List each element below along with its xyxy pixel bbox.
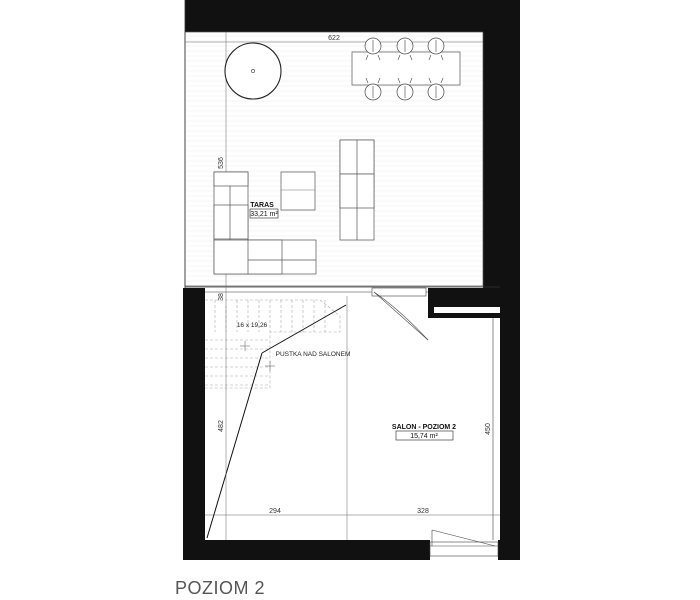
chair-leg (365, 77, 369, 84)
chair-leg (428, 54, 432, 61)
terrace-door (371, 287, 429, 341)
chair-leg (397, 54, 401, 61)
right-wall-upper (483, 0, 520, 290)
dining-set (351, 37, 461, 101)
dining-chair (427, 37, 445, 61)
sofa-left-seat-b (247, 239, 283, 275)
taras-name: TARAS (250, 202, 274, 209)
chair-leg (428, 77, 432, 84)
dining-table (351, 51, 461, 86)
stair-treads (205, 300, 326, 386)
stair-outline (205, 299, 341, 389)
bottom-door-frame (429, 541, 499, 557)
dining-chairs (364, 37, 445, 101)
stair-markers (240, 341, 275, 371)
stair-spec: 16 x 19,26 (237, 322, 268, 329)
terrace-door-leaf (373, 291, 429, 341)
dining-chair (364, 77, 382, 101)
salon-dimensions (225, 306, 494, 540)
walls (183, 0, 520, 560)
taras-area: 33,21 m² (250, 211, 278, 218)
terrace-door-frame (371, 287, 427, 297)
chair-leg (409, 77, 413, 84)
bottom-wall-right (498, 540, 520, 560)
sofa-right (339, 139, 375, 241)
sofa-left-arm-top (213, 171, 249, 187)
void-label: PUSTKA NAD SALONEM (276, 351, 351, 358)
chair-leg (440, 54, 444, 61)
dim-wall-thickness: 38 (218, 293, 225, 301)
dining-chair (364, 37, 382, 61)
sofa-left (213, 171, 317, 275)
stair-run (206, 304, 347, 539)
chair-leg (377, 77, 381, 84)
round-table-center (251, 69, 255, 73)
chair-leg (377, 54, 381, 61)
armchair (280, 171, 316, 211)
sofa-left-seat-a (213, 204, 249, 240)
taras-area-box (249, 208, 279, 219)
upper-room-wall (428, 288, 520, 318)
salon-room (205, 296, 500, 540)
stair-run-diagonal (206, 352, 263, 539)
chair-leg (440, 77, 444, 84)
dim-terrace-depth: 536 (218, 157, 225, 169)
staircase (205, 299, 341, 389)
dim-stair-height: 482 (218, 420, 225, 432)
left-wall-lower (183, 288, 205, 560)
top-wall (185, 0, 520, 32)
round-table (224, 42, 282, 100)
chair-leg (397, 77, 401, 84)
round-table-top (224, 42, 282, 100)
dining-chair (396, 37, 414, 61)
dim-terrace-width: 622 (328, 35, 340, 42)
dim-room-depth: 450 (485, 423, 492, 435)
terrace-door-swing (373, 291, 429, 341)
right-wall-lower (500, 290, 520, 560)
chair-leg (365, 54, 369, 61)
salon-area: 15,74 m² (410, 433, 438, 440)
chair-leg (409, 54, 413, 61)
dim-bottom-right: 328 (417, 508, 429, 515)
dining-chair (396, 77, 414, 101)
bottom-wall-left (183, 540, 430, 560)
stair-run-top (261, 304, 347, 354)
dining-chair (427, 77, 445, 101)
wall-niche (434, 307, 500, 313)
salon-name: SALON - POZIOM 2 (392, 424, 456, 431)
bottom-door (429, 529, 499, 557)
level-title: POZIOM 2 (175, 578, 266, 598)
salon-area-box (395, 430, 454, 441)
dim-bottom-left: 294 (269, 508, 281, 515)
bottom-door-leaf (431, 529, 496, 547)
